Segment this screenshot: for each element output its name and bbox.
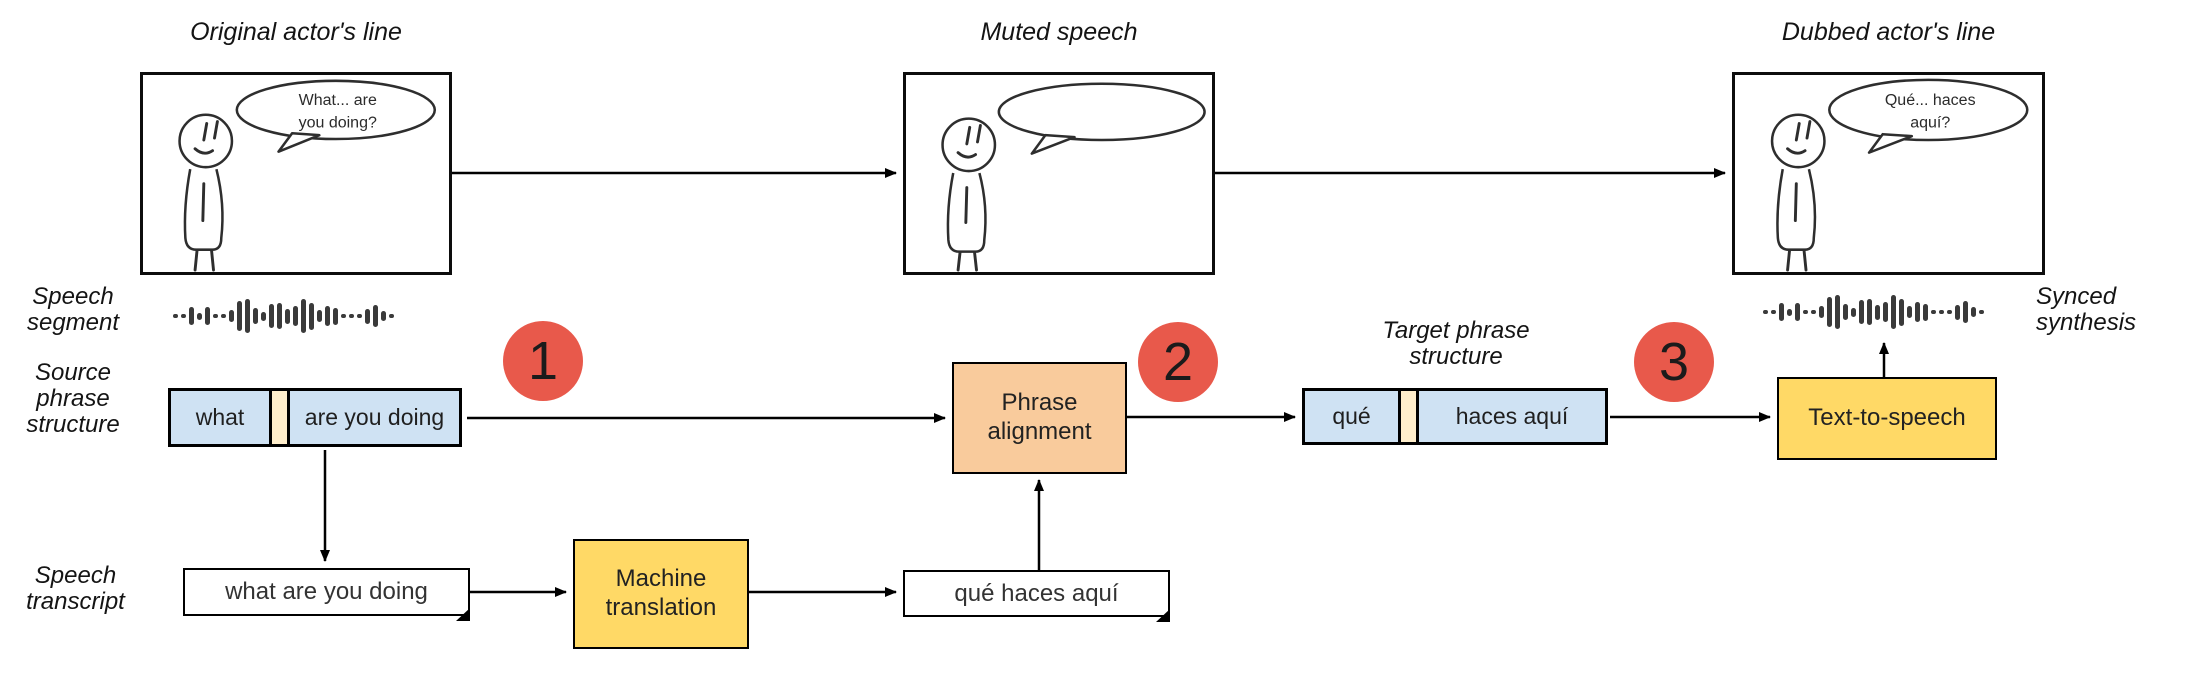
speech-waveform-icon xyxy=(173,297,413,335)
figure-leg xyxy=(193,249,199,272)
figure-eye xyxy=(213,120,219,140)
muted-speech-frame xyxy=(903,72,1215,275)
speech-transcript-label: Speech transcript xyxy=(26,562,125,615)
figure-leg xyxy=(1802,249,1808,272)
figure-eye xyxy=(1794,122,1801,142)
source-phrase-are-you-doing: are you doing xyxy=(287,391,459,444)
panel-title-original: Original actor's line xyxy=(190,18,402,46)
bubble-text-line2: aquí? xyxy=(1910,114,1950,131)
source-phrase-what: what xyxy=(171,391,269,444)
figure-eye xyxy=(976,124,982,144)
speech-bubble-tail xyxy=(1030,133,1076,155)
speech-segment-label: Speech segment xyxy=(26,283,120,336)
step-2-badge: 2 xyxy=(1138,322,1218,402)
source-transcript-note: what are you doing xyxy=(183,568,470,621)
stick-figure-dubbed-illustration: Qué... haces aquí? xyxy=(1770,78,2029,272)
synced-synthesis-label: Synced synthesis xyxy=(2036,283,2137,336)
panel-title-dubbed: Dubbed actor's line xyxy=(1781,18,1996,46)
figure-smile xyxy=(956,151,977,159)
figure-head xyxy=(941,117,997,173)
source-phrase-row: what are you doing xyxy=(168,388,462,447)
speech-bubble-tail xyxy=(277,131,321,153)
stick-figure-muted-illustration xyxy=(941,82,1206,272)
phrase-alignment-box: Phrase alignment xyxy=(952,362,1127,474)
target-phrase-que: qué xyxy=(1305,391,1398,442)
step-1-badge: 1 xyxy=(503,321,583,401)
figure-body-line xyxy=(201,182,206,223)
source-transcript-text: what are you doing xyxy=(225,578,428,605)
figure-body-line xyxy=(964,186,969,224)
figure-eye xyxy=(202,122,209,142)
figure-leg xyxy=(210,249,215,272)
panel-title-muted: Muted speech xyxy=(980,18,1138,46)
target-transcript-note: qué haces aquí xyxy=(903,570,1170,622)
figure-eye xyxy=(1805,120,1812,140)
figure-head xyxy=(1770,113,1826,169)
figure-smile xyxy=(1786,147,1807,155)
folded-corner-icon xyxy=(456,608,470,621)
machine-translation-box: Machine translation xyxy=(573,539,749,649)
figure-body-line xyxy=(1793,182,1798,223)
phrase-gap xyxy=(269,391,287,444)
phrase-gap xyxy=(1398,391,1416,442)
figure-leg xyxy=(973,251,978,272)
bubble-text-line1: What... are xyxy=(299,92,377,109)
figure-eye xyxy=(965,125,972,146)
speech-bubble xyxy=(235,79,437,141)
target-phrase-row: qué haces aquí xyxy=(1302,388,1608,445)
synthesis-waveform-icon xyxy=(1763,291,2003,333)
text-to-speech-box: Text-to-speech xyxy=(1777,377,1997,460)
figure-smile xyxy=(193,147,214,155)
dubbed-actor-frame: Qué... haces aquí? xyxy=(1732,72,2045,275)
stick-figure-speaking-illustration: What... are you doing? xyxy=(178,79,437,272)
figure-leg xyxy=(1786,249,1791,272)
bubble-text-line1: Qué... haces xyxy=(1885,92,1976,109)
step-3-badge: 3 xyxy=(1634,322,1714,402)
source-phrase-structure-label: Source phrase structure xyxy=(26,359,120,438)
bubble-text-line2: you doing? xyxy=(299,114,377,131)
speech-bubble-tail xyxy=(1867,132,1914,154)
target-phrase-haces-aqui: haces aquí xyxy=(1416,391,1605,442)
target-transcript-text: qué haces aquí xyxy=(954,579,1119,607)
original-actor-frame: What... are you doing? xyxy=(140,72,452,275)
figure-leg xyxy=(956,251,962,272)
speech-bubble xyxy=(1828,78,2029,142)
figure-head xyxy=(178,113,234,169)
folded-corner-icon xyxy=(1156,609,1170,622)
empty-speech-bubble xyxy=(997,82,1206,142)
target-phrase-structure-label: Target phrase structure xyxy=(1382,317,1530,370)
